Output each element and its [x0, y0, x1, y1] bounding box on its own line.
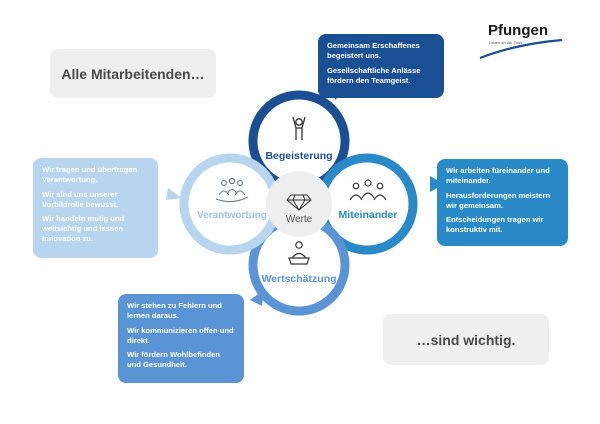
outro-text: …sind wichtig. — [416, 331, 516, 348]
bubble-begeisterung: Gemeinsam Erschaffenes begeistert uns. G… — [318, 34, 444, 98]
bubble-wertschaetzung: Wir stehen zu Fehlern und lernen daraus.… — [118, 294, 244, 383]
label-begeisterung: Begeisterung — [265, 150, 332, 162]
bubble-text: Wir stehen zu Fehlern und lernen daraus. — [127, 301, 222, 320]
bubble-text: Herausforderungen meistern wir gemeinsam… — [446, 190, 551, 210]
diamond-icon — [286, 194, 312, 211]
ring-verantwortung — [179, 153, 281, 255]
intro-box: Alle Mitarbeitenden… — [50, 49, 216, 98]
logo-swoosh-icon — [479, 38, 563, 60]
bubble-text: Wir handeln mutig und weitsichtig und la… — [42, 214, 125, 244]
bubble-text: Gesellschaftliche Anlässe fördern den Te… — [327, 65, 421, 85]
bubble-text: Gemeinsam Erschaffenes begeistert uns. — [327, 41, 420, 60]
logo-tagline: Leben an der Töss — [489, 40, 523, 45]
group-people-icon — [349, 179, 387, 201]
intro-text: Alle Mitarbeitenden… — [61, 65, 205, 82]
center-circle — [266, 171, 332, 237]
center-label: Werte — [286, 214, 313, 225]
label-miteinander: Miteinander — [339, 209, 398, 221]
bubble-verantwortung: Wir tragen und übertragen Verantwortung.… — [33, 158, 158, 258]
label-verantwortung: Verantwortung — [197, 210, 267, 221]
person-laptop-icon — [288, 241, 310, 265]
bubble-text: Wir kommunizieren offen und direkt. — [127, 325, 234, 345]
bubble-text: Wir arbeiten füreinander und miteinander… — [446, 166, 550, 185]
bubble-text: Wir tragen und übertragen Verantwortung. — [42, 165, 138, 184]
logo-name: Pfungen — [488, 22, 548, 39]
outro-box: …sind wichtig. — [383, 314, 549, 365]
bubble-text: Wir sind uns unserer Vorbildrolle bewuss… — [42, 189, 119, 209]
bubble-text: Wir fördern Wohlbefinden und Gesundheit. — [127, 350, 221, 370]
hand-people-icon — [215, 177, 249, 203]
bubble-miteinander: Wir arbeiten füreinander und miteinander… — [437, 159, 568, 246]
bubble-text: Entscheidungen tragen wir konstruktiv mi… — [446, 215, 544, 235]
label-wertschaetzung: Wertschätzung — [261, 273, 336, 285]
raised-arms-person-icon — [292, 116, 306, 140]
